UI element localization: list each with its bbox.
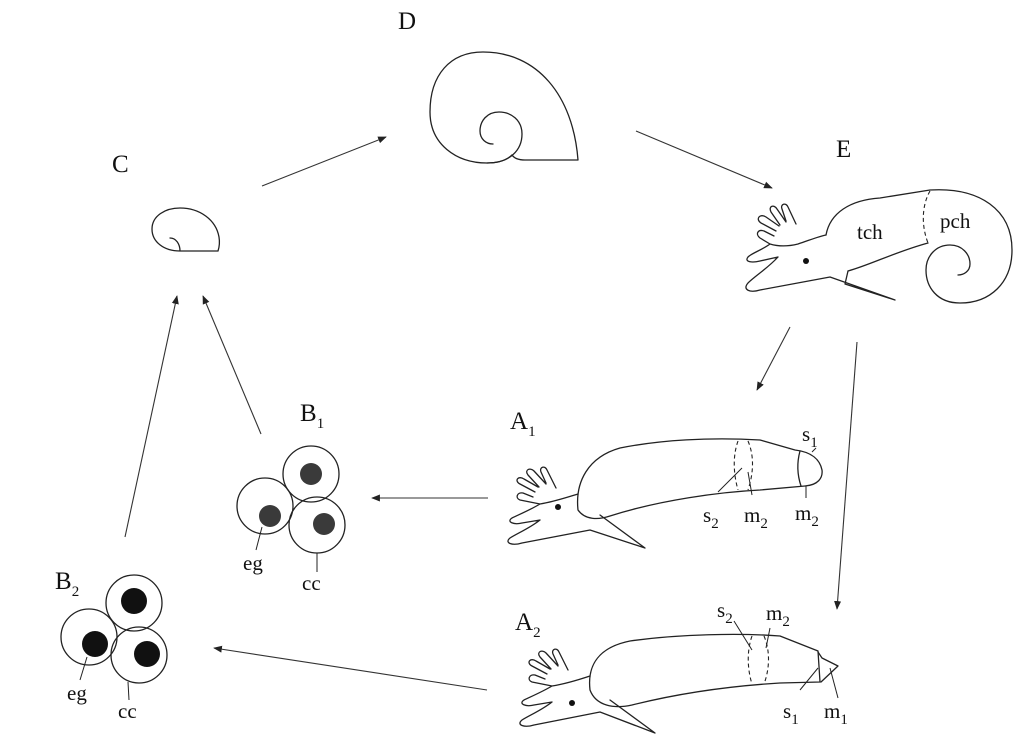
stage-a1-septum-1 <box>733 440 739 491</box>
stage-b1-label: B1 <box>300 400 324 432</box>
stage-b2-eg: eg <box>67 681 87 705</box>
stage-b2-label: B2 <box>55 568 79 600</box>
stage-b1-capsule-top <box>282 445 340 503</box>
stage-a1-eye <box>555 504 561 510</box>
stage-a1-septum-end <box>797 450 802 487</box>
arrow-a2-to-b2 <box>213 645 488 691</box>
stage-a2-label: A2 <box>515 609 541 641</box>
stage-e-pch: pch <box>940 209 971 233</box>
stage-b1-cc: cc <box>302 571 321 595</box>
stage-c: C <box>112 151 221 252</box>
stage-a1-m2b: m2 <box>795 501 819 530</box>
stage-b2-eg-leader <box>79 656 88 681</box>
stage-b1-eg-leader <box>255 526 263 551</box>
stage-b2-cc-leader <box>127 681 130 701</box>
stage-a2-s2: s2 <box>717 598 733 627</box>
stage-b2-egg-left <box>82 631 108 657</box>
stage-a2-m2-leader <box>765 627 771 649</box>
stage-a1-head <box>507 466 646 549</box>
stage-a1-shell <box>576 438 823 520</box>
stage-a2-s1-leader <box>799 667 819 691</box>
stage-b1-egg-right <box>313 513 335 535</box>
stage-a1-s2: s2 <box>703 503 719 532</box>
arrow-e-to-a1 <box>756 326 791 391</box>
stage-a2-septum-1 <box>747 635 753 685</box>
stage-e: E tch pch <box>745 136 1013 304</box>
stage-d-shell <box>429 51 579 164</box>
stage-c-shell <box>151 207 221 252</box>
stage-a2-eye <box>569 700 575 706</box>
stage-a1-septum-2 <box>747 440 754 491</box>
stage-a1-m2: m2 <box>744 503 768 532</box>
stage-a2-tip <box>817 651 839 683</box>
stage-e-tch: tch <box>857 220 883 244</box>
stage-d: D <box>398 8 579 164</box>
stage-e-label: E <box>836 136 851 163</box>
stage-a2-s2-leader <box>733 620 753 651</box>
stage-d-aperture <box>486 154 513 164</box>
stage-c-label: C <box>112 151 129 178</box>
stage-d-label: D <box>398 8 416 35</box>
stage-a2-m2: m2 <box>766 601 790 630</box>
stage-e-eye <box>803 258 809 264</box>
arrow-c-to-d <box>261 136 387 187</box>
stage-b2-capsule-right <box>110 626 168 684</box>
stage-b1-eg: eg <box>243 551 263 575</box>
arrow-e-to-a2 <box>834 341 858 610</box>
arrow-b1-to-c <box>202 295 262 435</box>
stage-a1-s1-leader <box>811 447 817 453</box>
stage-a2-m1: m1 <box>824 699 848 728</box>
cycle-arrows <box>124 130 858 691</box>
stage-b1-egg-left <box>259 505 281 527</box>
stage-a1-m2-leader <box>747 471 753 496</box>
stage-a1-s2-leader <box>717 467 743 493</box>
stage-a2-shell <box>588 633 821 708</box>
stage-a1-label: A1 <box>510 408 536 440</box>
stage-e-head <box>745 203 896 301</box>
stage-a2-m1-leader <box>829 667 839 699</box>
stage-b2-cc: cc <box>118 699 137 723</box>
stage-b1-egg-top <box>300 463 322 485</box>
stage-a2-head <box>519 648 656 734</box>
stage-a1: A1 s2 m2 s1 m2 <box>507 408 823 549</box>
stage-b2: B2 eg cc <box>55 568 168 723</box>
stage-b2-egg-right <box>134 641 160 667</box>
stage-a2-s1: s1 <box>783 699 799 728</box>
stage-a2-septum-2 <box>763 635 770 685</box>
arrow-b2-to-c <box>124 295 179 538</box>
stage-a1-s1: s1 <box>802 422 818 451</box>
stage-b2-egg-top <box>121 588 147 614</box>
arrow-d-to-e <box>635 130 773 189</box>
stage-a2: A2 s2 m2 s1 m1 <box>515 598 848 734</box>
stage-e-shell <box>825 189 1013 304</box>
stage-b1-capsule-left <box>236 477 294 535</box>
stage-b1: B1 eg cc <box>236 400 346 595</box>
stage-b2-capsule-top <box>105 574 163 632</box>
stage-e-septum <box>922 190 931 244</box>
